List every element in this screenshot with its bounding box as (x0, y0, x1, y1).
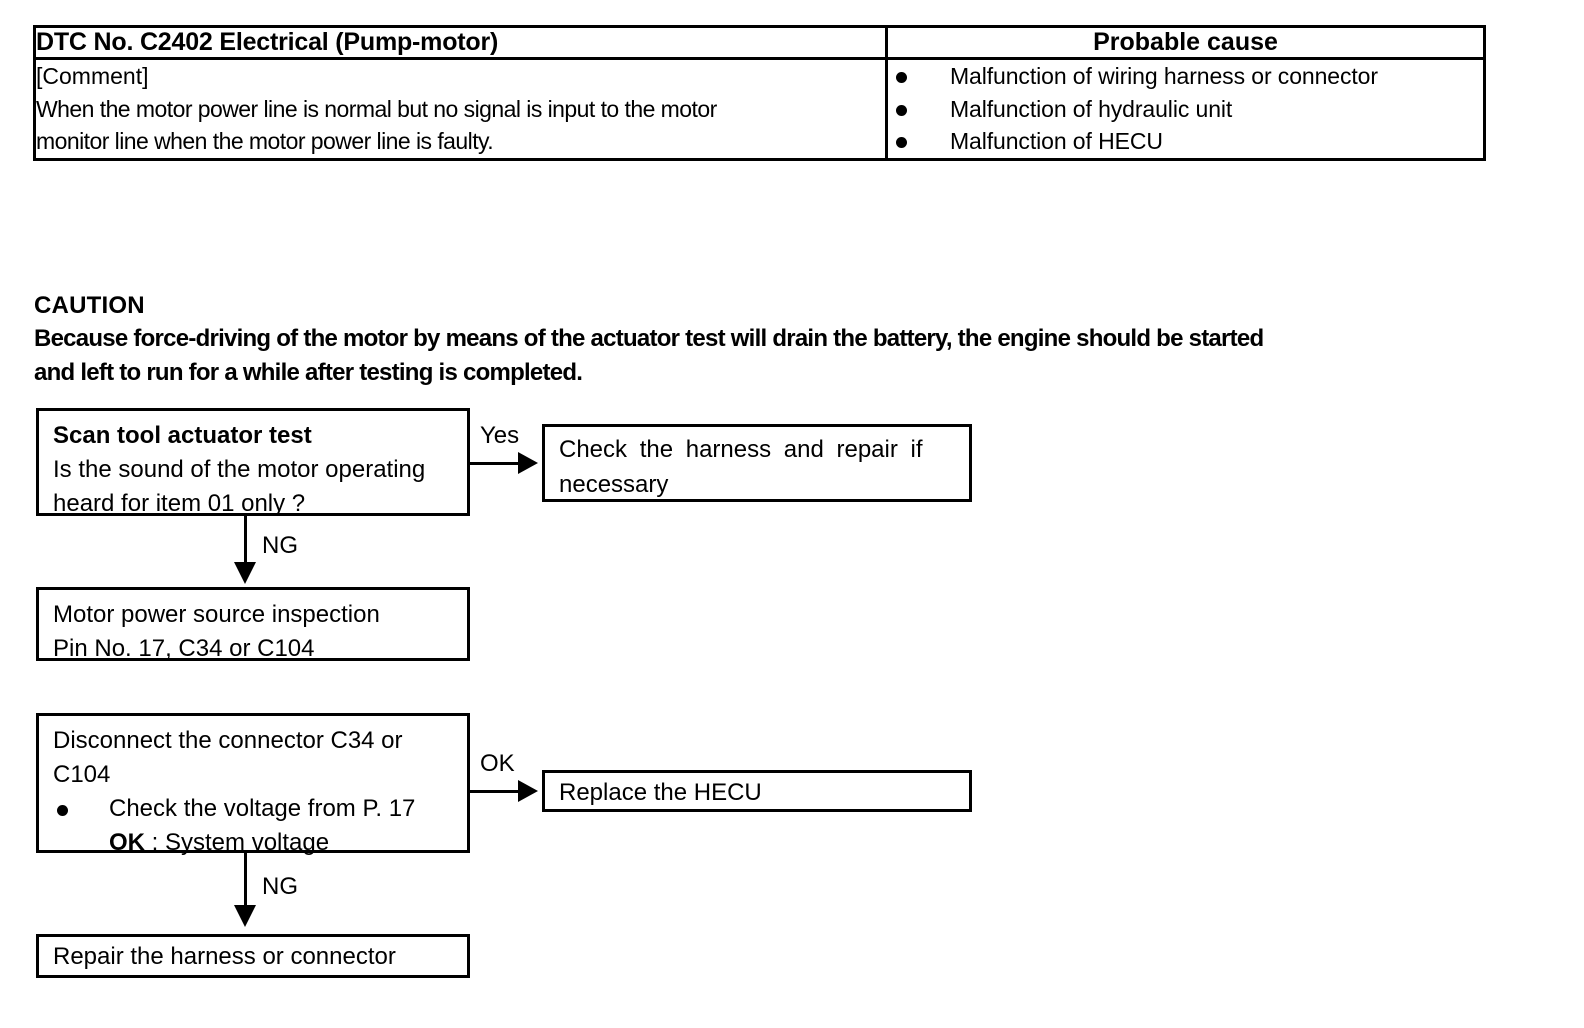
dtc-table: DTC No. C2402 Electrical (Pump-motor) Pr… (33, 25, 1486, 161)
replace-hecu-line-1: Replace the HECU (559, 779, 762, 806)
motor-power-line-2: Pin No. 17, C34 or C104 (53, 635, 315, 663)
disconnect-line-2: C104 (53, 761, 111, 789)
arrow-right-icon (518, 452, 538, 474)
comment-line-2: monitor line when the motor power line i… (36, 128, 494, 155)
ok-value: : System voltage (145, 829, 330, 857)
disconnect-bullet-check-voltage: Check the voltage from P. 17 (53, 792, 457, 826)
motor-power-line-1: Motor power source inspection (53, 601, 380, 628)
check-harness-line-1: Check the harness and repair if (559, 436, 923, 463)
edge-label-ng-2: NG (262, 873, 298, 900)
dtc-table-body-row: [Comment] When the motor power line is n… (33, 57, 1486, 161)
arrow-right-icon (518, 780, 538, 802)
edge-line-ng-2 (244, 853, 247, 909)
edge-line-ng-1 (244, 516, 247, 568)
edge-label-ng-1: NG (262, 532, 298, 559)
disconnect-line-1: Disconnect the connector C34 or (53, 727, 403, 754)
scan-tool-box-line-1: Is the sound of the motor operating (53, 456, 426, 484)
scan-tool-box-line-2: heard for item 01 only ? (53, 490, 306, 518)
probable-cause-cell: Malfunction of wiring harness or connect… (885, 57, 1486, 161)
comment-cell: [Comment] When the motor power line is n… (33, 57, 888, 161)
edge-line-ok (470, 790, 525, 793)
caution-line-1: Because force-driving of the motor by me… (34, 325, 1264, 352)
list-item: Malfunction of hydraulic unit (888, 93, 1483, 126)
flow-box-repair-harness[interactable]: Repair the harness or connector (36, 934, 470, 978)
disconnect-ok-criteria: OK : System voltage (53, 826, 457, 860)
flow-box-scan-tool-actuator-test[interactable]: Scan tool actuator test Is the sound of … (36, 408, 470, 517)
caution-title: CAUTION (34, 292, 145, 319)
flow-box-replace-hecu[interactable]: Replace the HECU (542, 770, 972, 812)
dtc-table-header-row: DTC No. C2402 Electrical (Pump-motor) Pr… (33, 25, 1486, 60)
edge-label-yes: Yes (480, 422, 520, 449)
probable-cause-header: Probable cause (885, 25, 1486, 60)
list-item: Malfunction of HECU (888, 125, 1483, 158)
caution-block: CAUTION Because force-driving of the mot… (34, 292, 1534, 389)
check-harness-line-2: necessary (559, 470, 669, 498)
flow-box-disconnect-connector[interactable]: Disconnect the connector C34 or C104 Che… (36, 713, 470, 856)
dtc-code-header: DTC No. C2402 Electrical (Pump-motor) (33, 25, 888, 60)
comment-tag: [Comment] (36, 63, 149, 89)
arrow-down-icon (234, 562, 256, 584)
caution-line-2: and left to run for a while after testin… (34, 358, 583, 386)
probable-cause-list: Malfunction of wiring harness or connect… (888, 60, 1483, 158)
arrow-down-icon (234, 905, 256, 927)
repair-harness-line-1: Repair the harness or connector (53, 943, 396, 970)
scan-tool-box-title: Scan tool actuator test (53, 422, 312, 449)
edge-line-yes (470, 462, 525, 465)
comment-line-1: When the motor power line is normal but … (36, 95, 717, 122)
flow-box-check-harness[interactable]: Check the harness and repair if necessar… (542, 424, 972, 502)
flow-box-motor-power-source-inspection[interactable]: Motor power source inspection Pin No. 17… (36, 587, 470, 662)
edge-label-ok: OK (480, 750, 515, 777)
caution-text: Because force-driving of the motor by me… (34, 322, 1534, 389)
list-item: Malfunction of wiring harness or connect… (888, 60, 1483, 93)
ok-label: OK (109, 829, 145, 857)
